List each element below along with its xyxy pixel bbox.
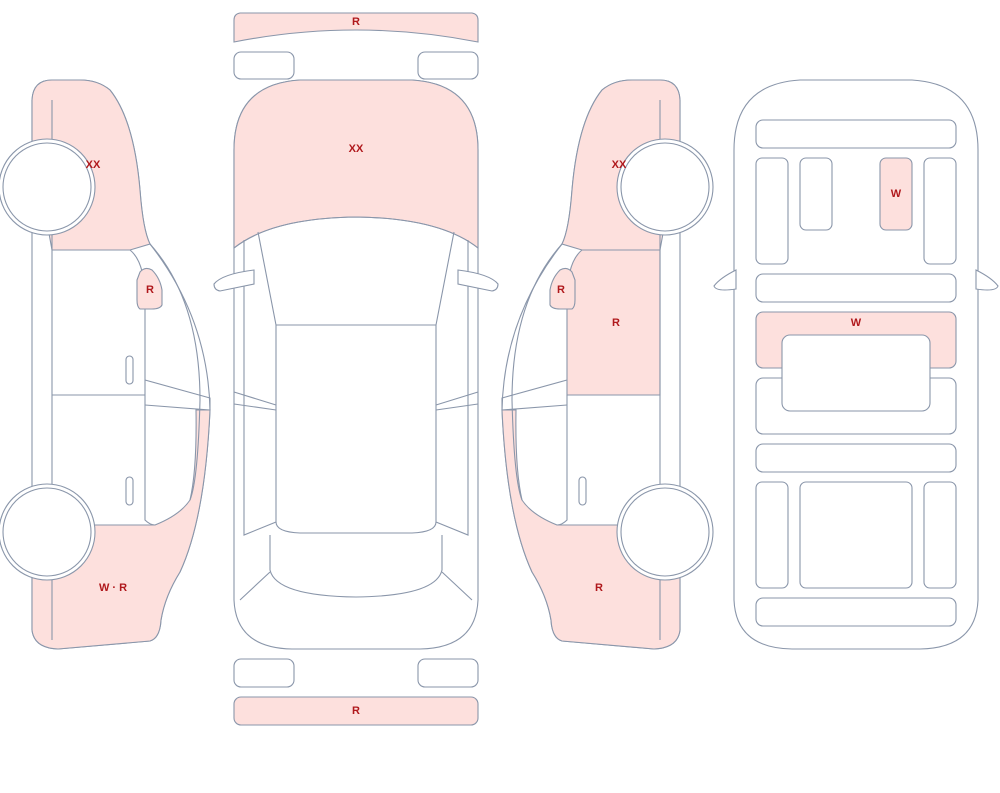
right-front-door-panel bbox=[923, 157, 957, 265]
left-mirror-top bbox=[213, 269, 255, 292]
left-rear-wheel bbox=[2, 487, 92, 577]
interior-right-mirror bbox=[975, 269, 999, 291]
right-front-fender-label: XX bbox=[612, 159, 627, 171]
left-side-view: XX R W · R bbox=[0, 79, 211, 650]
right-mirror-top bbox=[457, 269, 499, 292]
right-window-line bbox=[511, 243, 563, 501]
rear-left-taillight bbox=[233, 658, 295, 688]
front-right-headlight bbox=[417, 51, 479, 80]
interior-left-mirror bbox=[713, 269, 737, 291]
driver-seat bbox=[799, 157, 833, 231]
passenger-seat-damage[interactable] bbox=[879, 157, 913, 231]
left-pillar bbox=[144, 379, 211, 411]
rear-seat-panel bbox=[799, 481, 913, 589]
left-side-glass bbox=[243, 240, 277, 536]
left-door-edge bbox=[129, 249, 156, 526]
rear-pillars bbox=[239, 571, 473, 601]
right-b-pillar bbox=[435, 391, 479, 411]
top-view: R XX R bbox=[213, 12, 499, 726]
right-rear-door-panel bbox=[923, 481, 957, 589]
left-front-door-handle[interactable] bbox=[125, 355, 134, 385]
roof-rear-edge bbox=[275, 521, 437, 534]
rear-window-panel bbox=[755, 443, 957, 473]
right-side-view bbox=[501, 79, 714, 650]
right-pillar bbox=[501, 379, 568, 411]
left-b-pillar bbox=[233, 391, 277, 411]
right-rear-wheel bbox=[620, 487, 710, 577]
right-rear-quarter-label: R bbox=[595, 582, 603, 594]
left-front-fender-label: XX bbox=[86, 159, 101, 171]
rear-bumper-damage[interactable] bbox=[233, 696, 479, 726]
right-front-door-label: R bbox=[612, 317, 620, 329]
right-rear-door-handle[interactable] bbox=[578, 476, 587, 506]
front-bumper-label: R bbox=[352, 16, 360, 28]
windshield-panel bbox=[755, 273, 957, 303]
left-rear-door-panel bbox=[755, 481, 789, 589]
right-door-edge bbox=[556, 395, 568, 526]
interior-windshield-label: W bbox=[851, 317, 862, 329]
front-left-headlight bbox=[233, 51, 295, 80]
rear-window bbox=[269, 535, 443, 598]
left-mirror-damage[interactable] bbox=[136, 267, 163, 310]
passenger-seat-label: W bbox=[891, 188, 902, 200]
front-bumper-damage[interactable] bbox=[233, 12, 479, 43]
left-rear-quarter-label: W · R bbox=[99, 582, 127, 594]
windshield-lower bbox=[257, 231, 455, 326]
right-mirror-damage[interactable] bbox=[549, 267, 576, 310]
dashboard-panel bbox=[755, 119, 957, 149]
rear-right-taillight bbox=[417, 658, 479, 688]
left-mirror-label: R bbox=[146, 284, 154, 296]
right-mirror-label: R bbox=[557, 284, 565, 296]
right-side-glass bbox=[435, 240, 469, 536]
left-window-line bbox=[149, 243, 201, 501]
hood-label: XX bbox=[349, 143, 364, 155]
left-front-door-panel bbox=[755, 157, 789, 265]
rear-bumper-label: R bbox=[352, 705, 360, 717]
windshield-top bbox=[233, 216, 479, 249]
sunroof-panel bbox=[781, 334, 931, 412]
left-rear-door-handle[interactable] bbox=[125, 476, 134, 506]
interior-view: W W bbox=[713, 79, 999, 650]
trunk-panel bbox=[755, 597, 957, 627]
right-front-wheel bbox=[620, 142, 710, 232]
left-front-wheel bbox=[2, 142, 92, 232]
